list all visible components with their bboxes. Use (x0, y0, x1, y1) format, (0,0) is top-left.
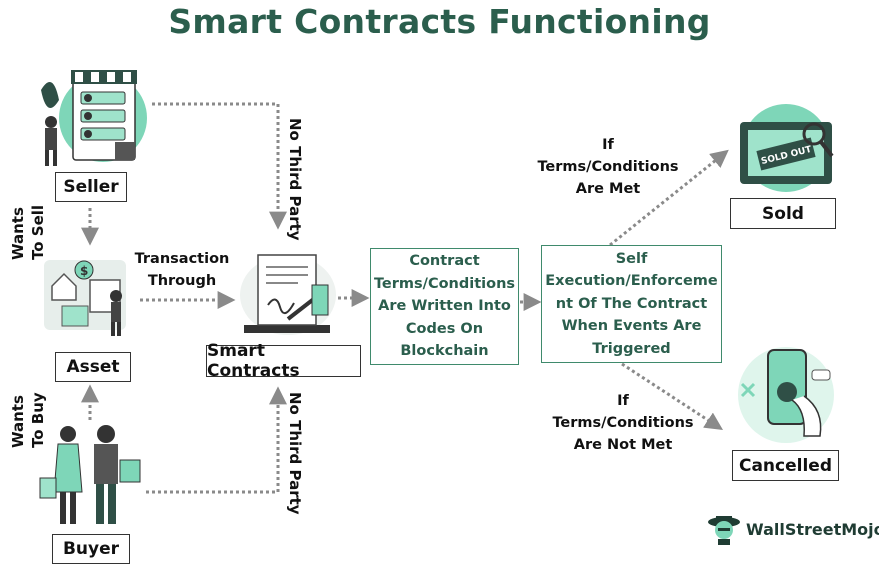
transaction-through-label: Transaction Through (134, 251, 230, 289)
sold-node: Sold (730, 198, 836, 229)
seller-to-contract-arrow (152, 102, 287, 230)
asset-illustration: $ (44, 260, 126, 336)
self-execution-node: Self Execution/Enforceme nt Of The Contr… (541, 245, 722, 363)
buyer-node: Buyer (52, 534, 130, 564)
contract-terms-node: Contract Terms/Conditions Are Written In… (370, 248, 519, 365)
cancelled-illustration (738, 347, 834, 443)
no-third-party-label-top: No Third Party (286, 118, 304, 241)
cancelled-node: Cancelled (732, 450, 839, 481)
diagram-title: Smart Contracts Functioning (168, 2, 711, 41)
mojo-mascot-icon (708, 516, 740, 545)
terms-not-met-label: If Terms/Conditions Are Not Met (552, 393, 694, 453)
logo-text: WallStreetMojo (746, 519, 879, 539)
terms-met-label: If Terms/Conditions Are Met (537, 137, 679, 197)
sold-illustration: SOLD OUT (740, 104, 834, 192)
asset-node: Asset (55, 352, 131, 382)
seller-illustration (41, 70, 147, 166)
seller-node: Seller (55, 172, 127, 202)
no-third-party-label-bottom: No Third Party (286, 392, 304, 515)
smart-contracts-node: Smart Contracts (206, 341, 361, 381)
buyer-to-contract-arrow (146, 386, 287, 494)
execution-to-sold-arrow (609, 149, 729, 247)
wallstreetmojo-logo: WallStreetMojo (706, 512, 879, 546)
execution-to-cancelled-arrow (621, 362, 724, 430)
buyer-illustration (39, 425, 141, 524)
smart-contract-illustration (240, 254, 336, 335)
svg-text:$: $ (80, 264, 88, 278)
